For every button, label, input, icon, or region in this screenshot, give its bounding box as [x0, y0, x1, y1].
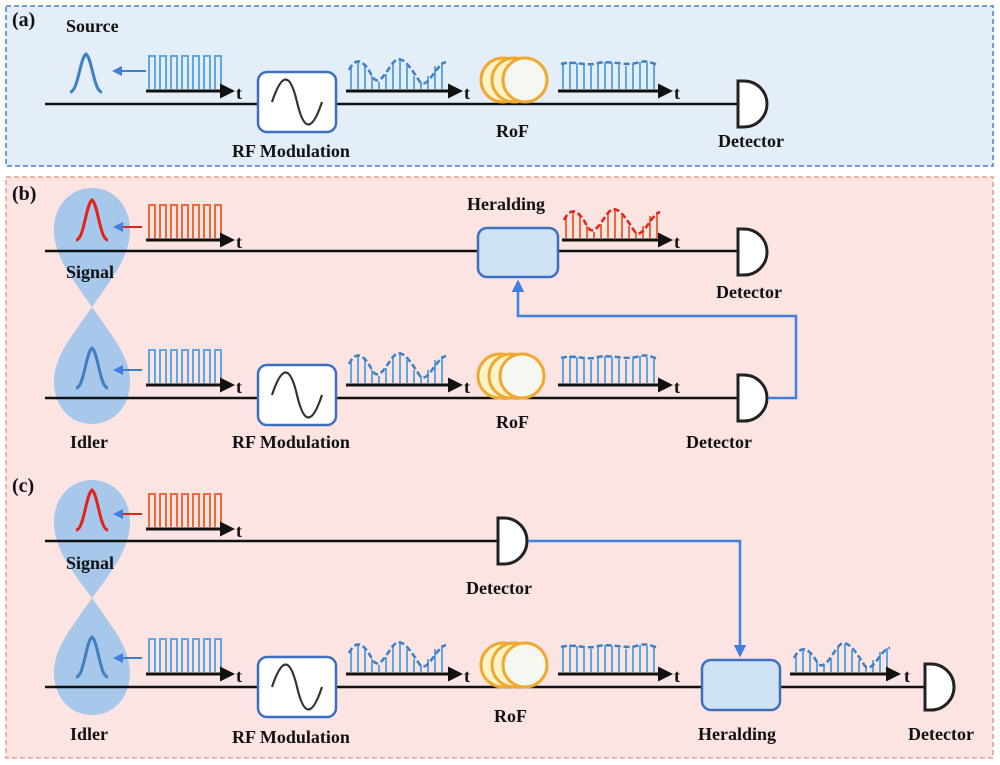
- modulated-bars-c: [350, 643, 443, 672]
- modulation-envelope-c: [347, 641, 447, 668]
- distorted-bars-a: [562, 62, 655, 89]
- time-label-b5: t: [674, 377, 680, 397]
- heralding-box-c: [700, 658, 782, 712]
- panel-a-tag: (a): [12, 9, 35, 31]
- rof-label-c: RoF: [494, 706, 527, 726]
- heralded-envelope-b: [562, 208, 661, 235]
- time-label-a3: t: [674, 83, 680, 103]
- heralding-box-b: [476, 226, 560, 279]
- source-label: Source: [66, 16, 119, 36]
- sine-wave-icon: [270, 78, 324, 126]
- distorted-bars-b: [562, 356, 655, 383]
- time-label-b2: t: [674, 232, 680, 252]
- detector-label-a: Detector: [718, 131, 784, 151]
- detector-icon-b-top: [736, 227, 769, 277]
- detector-icon-c-top: [496, 516, 529, 566]
- rf-modulation-label-b: RF Modulation: [232, 432, 350, 452]
- heralding-label-b: Heralding: [467, 194, 545, 214]
- rof-label-a: RoF: [496, 121, 529, 141]
- distorted-bars-c: [562, 645, 655, 672]
- idler-pulse-train-b: [148, 349, 222, 383]
- modulation-envelope-a: [347, 58, 447, 85]
- time-label-b4: t: [464, 377, 470, 397]
- sine-wave-icon: [270, 663, 324, 711]
- heralded-envelope-c: [792, 642, 891, 669]
- time-label-b3: t: [236, 377, 242, 397]
- signal-lobe-c: [54, 480, 130, 598]
- modulation-envelope-b: [347, 352, 447, 379]
- panel-b: (b) Signal t Heralding t Detector: [12, 183, 798, 452]
- time-label-c3: t: [464, 666, 470, 686]
- sine-wave-icon: [270, 371, 324, 419]
- idler-pulse-icon-b: [75, 346, 109, 390]
- signal-pulse-icon-b: [75, 198, 109, 242]
- time-label-c4: t: [674, 666, 680, 686]
- signal-pulse-train-c: [148, 493, 222, 527]
- rof-coil-b: [476, 352, 546, 400]
- idler-label-c: Idler: [70, 724, 108, 744]
- detector-icon-a: [736, 79, 769, 129]
- panel-b-tag: (b): [12, 183, 36, 205]
- heralding-label-c: Heralding: [698, 724, 776, 744]
- panel-c-tag: (c): [12, 475, 34, 497]
- time-label-c1: t: [236, 521, 242, 541]
- idler-lobe-b: [54, 307, 130, 424]
- rf-modulation-label-a: RF Modulation: [232, 141, 350, 161]
- signal-pulse-train-b: [148, 204, 222, 238]
- modulated-bars-b: [350, 354, 443, 383]
- time-label-b1: t: [236, 232, 242, 252]
- rof-label-b: RoF: [496, 412, 529, 432]
- detector-label-b-top: Detector: [716, 282, 782, 302]
- rof-coil-c: [479, 641, 549, 689]
- detector-label-c-end: Detector: [908, 724, 974, 744]
- herald-signal-line-b: [511, 279, 798, 400]
- distorted-envelope-b: [560, 354, 659, 361]
- distorted-envelope-c: [560, 643, 659, 650]
- detector-icon-b-bottom: [736, 373, 769, 423]
- time-label-c5: t: [904, 666, 910, 686]
- panel-a: (a) Source t RF Modulation t RoF: [5, 5, 994, 167]
- distorted-envelope-a: [560, 60, 659, 67]
- idler-pulse-icon-c: [75, 635, 109, 679]
- modulated-bars-a: [350, 60, 443, 89]
- detector-icon-c-end: [923, 662, 956, 712]
- panel-c: (c) Signal t Detector Idler t RF Modulat…: [12, 475, 974, 747]
- herald-signal-line-c: [528, 539, 747, 658]
- idler-label-b: Idler: [70, 432, 108, 452]
- time-label-c2: t: [236, 666, 242, 686]
- signal-label-c: Signal: [66, 553, 114, 573]
- idler-pulse-train-c: [148, 638, 222, 672]
- time-label-a2: t: [464, 83, 470, 103]
- signal-lobe-b: [54, 188, 130, 307]
- detector-label-b-bottom: Detector: [686, 432, 752, 452]
- rof-coil-a: [479, 56, 549, 104]
- pulse-train-a1: [148, 55, 222, 89]
- detector-label-c-top: Detector: [466, 578, 532, 598]
- signal-label-b: Signal: [66, 262, 114, 282]
- time-label-a1: t: [236, 83, 242, 103]
- source-pulse-icon: [69, 52, 103, 94]
- rf-modulation-label-c: RF Modulation: [232, 727, 350, 747]
- signal-pulse-icon-c: [75, 488, 109, 532]
